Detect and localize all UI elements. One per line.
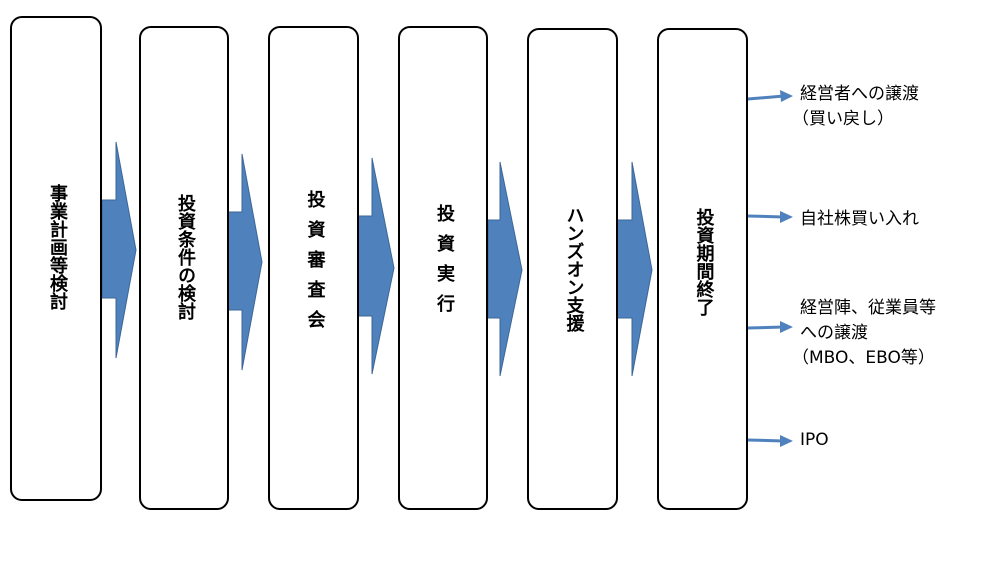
outcome-arrow-1	[747, 90, 793, 102]
block-arrow-1	[101, 141, 137, 359]
outcome-3: 経営陣、従業員等 への譲渡 （MBO、EBO等）	[792, 296, 936, 371]
step-box-2: 投資条件の検討	[139, 26, 229, 510]
step-box-6: 投資期間終了	[657, 28, 748, 510]
block-arrow-4	[487, 161, 523, 377]
block-arrow-5	[615, 161, 653, 377]
outcome-1: 経営者への譲渡 （買い戻し）	[792, 82, 919, 132]
outcome-2-line-1: 自社株買い入れ	[800, 209, 919, 229]
step-label-5: ハンズオン支援	[563, 206, 585, 332]
outcome-4-line-1: IPO	[800, 430, 829, 450]
block-arrow-2	[227, 153, 263, 371]
outcome-arrow-2	[747, 211, 793, 223]
outcome-2: 自社株買い入れ	[800, 207, 919, 232]
step-box-4: 投資実行	[398, 26, 488, 510]
step-label-1: 事業計画等検討	[47, 184, 68, 310]
outcome-1-line-2: （買い戻し）	[792, 109, 894, 129]
outcome-4: IPO	[800, 428, 829, 453]
step-label-6: 投資期間終了	[693, 208, 715, 316]
outcome-3-line-2: への譲渡	[800, 323, 868, 343]
step-box-1: 事業計画等検討	[10, 16, 102, 501]
outcome-arrow-3	[747, 321, 793, 333]
step-label-2: 投資条件の検討	[175, 194, 196, 320]
outcome-3-line-3: （MBO、EBO等）	[792, 348, 935, 368]
outcome-1-line-1: 経営者への譲渡	[800, 84, 919, 104]
outcome-3-line-1: 経営陣、従業員等	[800, 298, 936, 318]
outcome-arrow-4	[747, 435, 793, 447]
step-label-4: 投資実行	[434, 204, 455, 324]
step-label-3: 投資審査会	[304, 190, 326, 340]
step-box-5: ハンズオン支援	[527, 28, 618, 510]
step-box-3: 投資審査会	[268, 26, 359, 510]
block-arrow-3	[357, 157, 395, 375]
